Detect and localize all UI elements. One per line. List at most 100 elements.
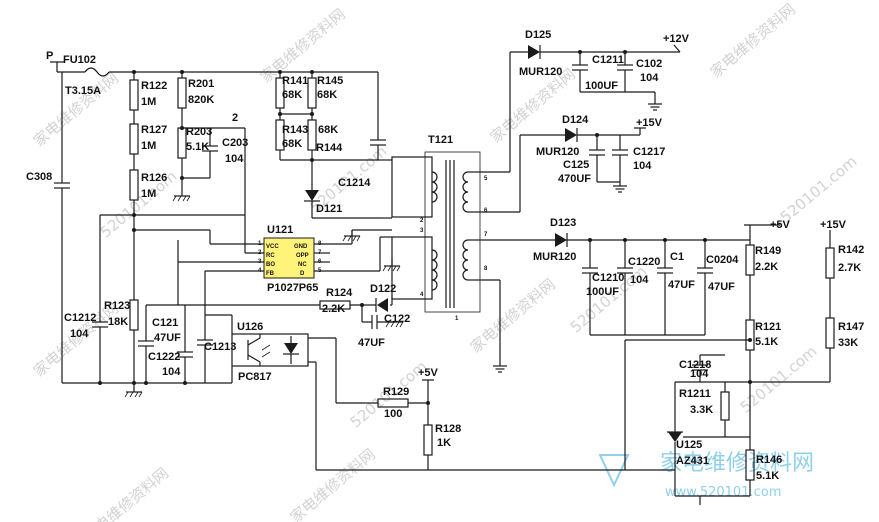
d123-label: D123 [550, 217, 576, 229]
c121-value: 47UF [154, 332, 181, 344]
svg-text:RC: RC [266, 253, 275, 259]
r143-value: 68K [282, 138, 302, 150]
c102-label: C102 [636, 58, 662, 70]
r124-label: R124 [326, 287, 353, 299]
c1213-label: C1213 [204, 341, 236, 353]
plus5v-a-label: +5V [418, 367, 439, 379]
u126-label: U126 [237, 321, 263, 333]
r146-label: R146 [756, 454, 782, 466]
svg-text:1: 1 [455, 316, 459, 322]
r142-value: 2.7K [838, 262, 861, 274]
svg-text:3: 3 [420, 228, 424, 234]
c1-value: 47UF [668, 279, 695, 291]
svg-text:4: 4 [420, 292, 424, 298]
r142-label: R142 [838, 244, 864, 256]
fuse-fu102 [84, 67, 110, 77]
c122-value: 47UF [358, 337, 385, 349]
node-2-label: 2 [232, 112, 238, 124]
ic-u121: U121 VCC GND RC OPP BO NC FB D 1 2 3 4 8… [134, 128, 392, 315]
c1212-label: C1212 [64, 312, 96, 324]
c1217-label: C1217 [633, 146, 665, 158]
r127-label: R127 [141, 124, 167, 136]
c1222-label: C1222 [148, 351, 180, 363]
svg-text:VCC: VCC [266, 244, 279, 250]
r146-value: 5.1K [756, 470, 779, 482]
r129-label: R129 [383, 386, 409, 398]
c1212-value: 104 [70, 328, 89, 340]
c1217-value: 104 [633, 160, 652, 172]
u125-label: U125 [676, 439, 702, 451]
c1211-value: 100UF [585, 80, 618, 92]
mur120-a-label: MUR120 [519, 66, 562, 78]
r1211-label: R1211 [679, 388, 711, 400]
c1-label: C1 [670, 251, 684, 263]
c203-label: C203 [222, 137, 248, 149]
r141-label: R141 [282, 75, 308, 87]
diode-d121 [305, 190, 319, 201]
c1220-label: C1220 [628, 256, 660, 268]
watermark-text: 家电维修资料网 [30, 69, 122, 150]
c125-value: 470UF [558, 173, 591, 185]
r123-label: R123 [104, 300, 130, 312]
d122-label: D122 [370, 283, 396, 295]
c1218-label: C1218 [679, 359, 711, 371]
feedback-resistors: R129 100 +5V R128 1K [316, 367, 675, 471]
diode-d125 [528, 45, 540, 59]
resistor-r203 [177, 127, 187, 159]
d121-label: D121 [316, 203, 342, 215]
diode-d122 [377, 298, 388, 312]
c1210-label: C1210 [592, 272, 624, 284]
resistor-r123 [129, 299, 139, 331]
plus5v-b-label: +5V [770, 219, 791, 231]
svg-text:OPP: OPP [296, 253, 309, 259]
r149-value: 2.2K [755, 261, 778, 273]
r128-label: R128 [435, 423, 461, 435]
r201-label: R201 [188, 78, 214, 90]
mur120-c-label: MUR120 [533, 251, 576, 263]
svg-text:7: 7 [484, 232, 488, 238]
tl431-feedback: R149 2.2K R121 5.1K R142 2.7K R147 33K C… [624, 230, 864, 505]
r141-value: 68K [282, 89, 302, 101]
r144-label: R144 [316, 142, 343, 154]
logo-site: www.520101.com [665, 485, 781, 500]
r122-label: R122 [141, 80, 167, 92]
r129-value: 100 [384, 408, 402, 420]
r143-label: R143 [282, 124, 308, 136]
input-section: P FU102 T3.15A C308 R12 [26, 50, 390, 398]
resistor-r1211 [720, 391, 730, 421]
shunt-regulator-u125 [668, 432, 682, 442]
c102-value: 104 [640, 72, 659, 84]
svg-text:D: D [300, 271, 305, 277]
c308-label: C308 [26, 171, 52, 183]
transformer-t121: T121 5 6 7 8 2 3 4 1 [342, 134, 488, 322]
r121-value: 5.1K [755, 336, 778, 348]
decoupling-caps: C121 47UF C1222 104 C1213 [138, 304, 236, 383]
resistor-r124 [319, 300, 351, 310]
watermark-text: 家电维修资料网 [467, 275, 559, 356]
mur120-b-label: MUR120 [536, 146, 579, 158]
c203-value: 104 [225, 153, 244, 165]
r121-label: R121 [755, 321, 781, 333]
r126-label: R126 [141, 172, 167, 184]
svg-text:GND: GND [294, 244, 308, 250]
d125-label: D125 [525, 29, 551, 41]
svg-text:NC: NC [298, 262, 307, 268]
fu102-label: FU102 [63, 54, 96, 66]
az431-label: AZ431 [676, 455, 709, 467]
c1218-value: 104 [690, 368, 709, 380]
c1210-value: 100UF [586, 286, 619, 298]
diode-d124 [565, 128, 577, 142]
ic-part-label: P1027P65 [267, 282, 318, 294]
resistor-r142 [825, 247, 835, 279]
ic-body [263, 237, 315, 279]
resistor-r144 [307, 119, 317, 151]
r144-value: 68K [318, 124, 338, 136]
r127-value: 1M [141, 140, 156, 152]
resistor-r122 [129, 79, 139, 111]
svg-text:FB: FB [266, 271, 275, 277]
r149-label: R149 [755, 245, 781, 257]
c0204-value: 47UF [708, 281, 735, 293]
svg-text:5: 5 [484, 176, 488, 182]
r147-value: 33K [838, 337, 858, 349]
